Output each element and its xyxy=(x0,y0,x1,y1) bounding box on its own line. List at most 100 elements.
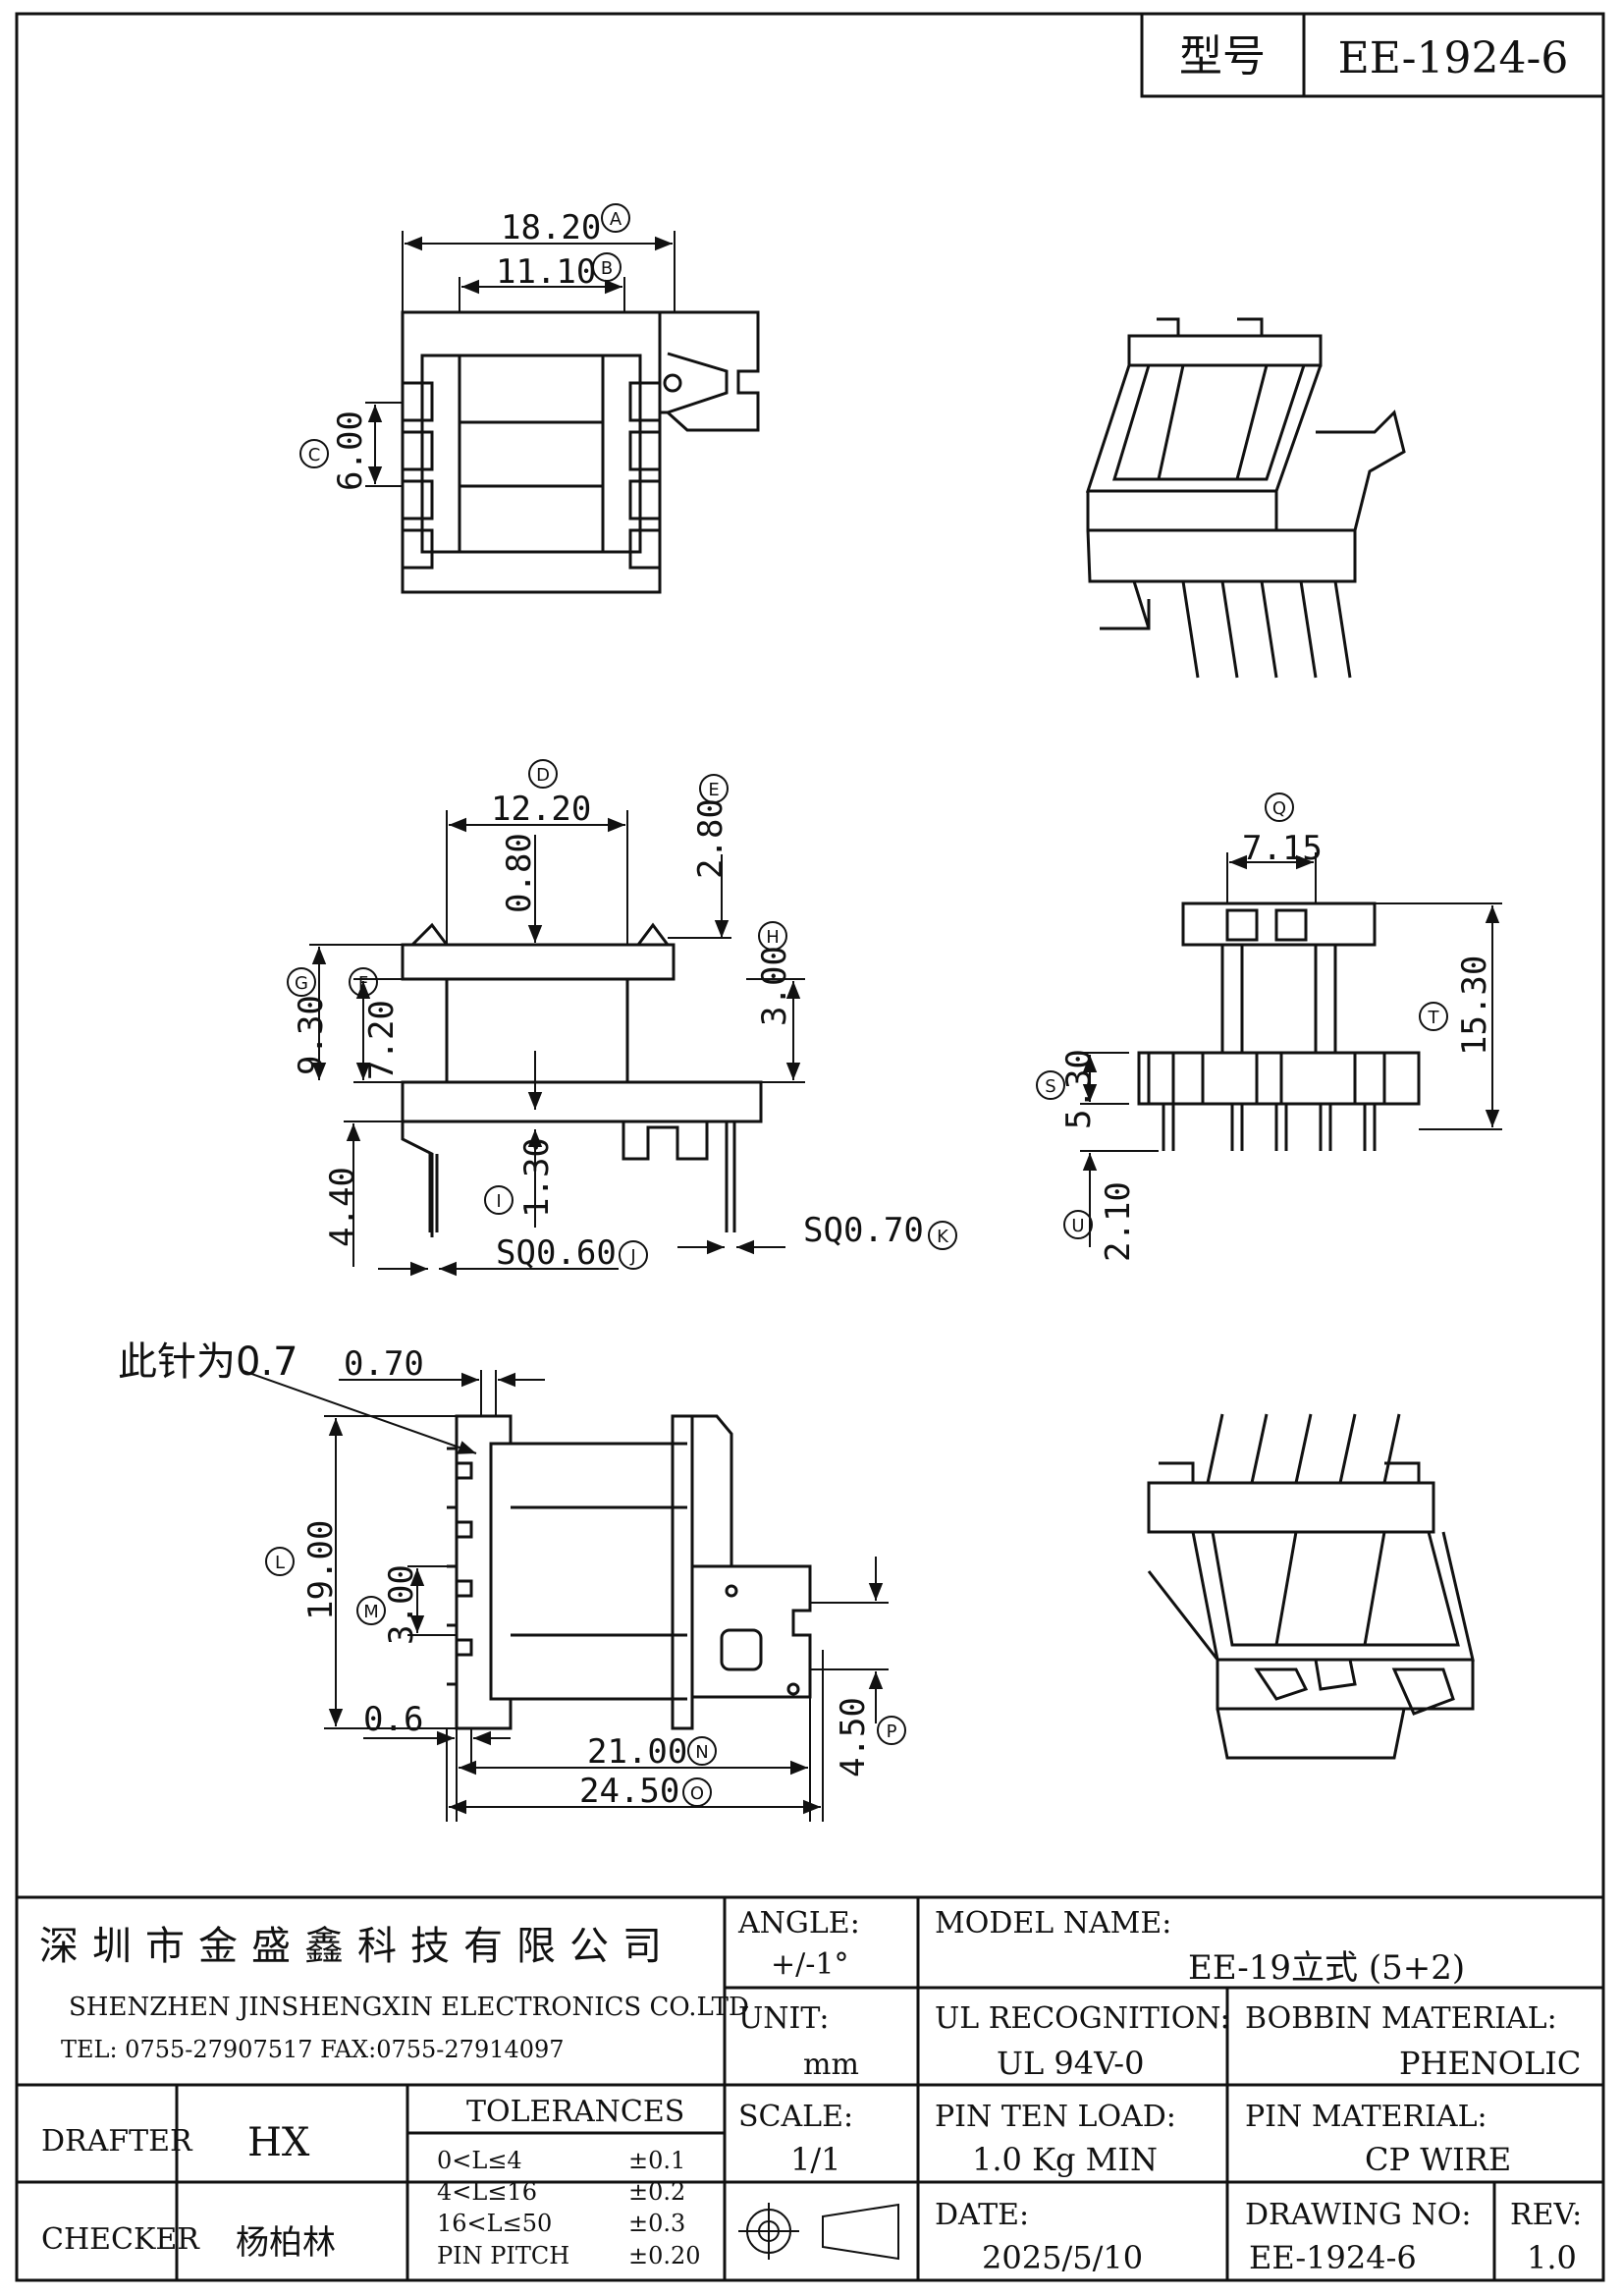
rev-value: 1.0 xyxy=(1527,2239,1577,2276)
dim-p-value: 4.50 xyxy=(834,1697,873,1777)
dim-q-value: 7.15 xyxy=(1242,829,1323,868)
tolerance-range-1: 4<L≤16 xyxy=(437,2178,537,2206)
model-value: EE-1924-6 xyxy=(1338,33,1569,83)
dim-pin-len-value: 4.40 xyxy=(323,1167,362,1247)
dim-a-value: 18.20 xyxy=(501,208,601,247)
company-name-cn: 深圳市金盛鑫科技有限公司 xyxy=(39,1924,676,1969)
drawing-no-value: EE-1924-6 xyxy=(1249,2239,1417,2276)
dim-j-tag: J xyxy=(629,1246,635,1267)
sheet-border xyxy=(15,12,1605,2282)
title-block-grid xyxy=(17,1895,1603,2280)
dim-h-tag: H xyxy=(766,927,780,948)
dim-s-value: 5.30 xyxy=(1059,1049,1099,1129)
dim-u-tag: U xyxy=(1071,1216,1084,1236)
dim-p-tag: P xyxy=(887,1722,897,1742)
company-name-en: SHENZHEN JINSHENGXIN ELECTRONICS CO.LTD xyxy=(69,1993,749,2022)
dim-k-tag: K xyxy=(937,1227,949,1247)
dim-d-sub-value: 0.80 xyxy=(500,833,539,913)
unit-label: UNIT: xyxy=(738,2001,829,2036)
bottom-view-dimensions xyxy=(240,1369,889,1822)
top-view xyxy=(401,310,760,594)
bobbin-material-value: PHENOLIC xyxy=(1399,2045,1581,2082)
date-value: 2025/5/10 xyxy=(982,2239,1143,2276)
dim-note-value: 0.70 xyxy=(344,1344,424,1384)
tolerance-range-0: 0<L≤4 xyxy=(437,2147,522,2174)
dim-c-tag: C xyxy=(308,445,321,465)
dim-f-tag: F xyxy=(358,973,368,994)
pin-ten-load-value: 1.0 Kg MIN xyxy=(972,2141,1158,2178)
drafter-value: HX xyxy=(247,2120,310,2165)
ul-recognition-label: UL RECOGNITION: xyxy=(935,2001,1230,2036)
company-tel-fax: TEL: 0755-27907517 FAX:0755-27914097 xyxy=(61,2036,565,2063)
tolerance-value-0: ±0.1 xyxy=(628,2147,685,2174)
dim-q-tag: Q xyxy=(1272,798,1286,819)
ul-recognition-value: UL 94V-0 xyxy=(997,2045,1144,2082)
date-label: DATE: xyxy=(935,2198,1029,2232)
tolerance-range-3: PIN PITCH xyxy=(437,2242,569,2269)
side-view-dimensions xyxy=(1080,852,1502,1247)
drawing-no-label: DRAWING NO: xyxy=(1245,2198,1471,2232)
dim-j-value: SQ0.60 xyxy=(496,1233,617,1273)
rev-label: REV: xyxy=(1510,2198,1582,2232)
tolerance-value-1: ±0.2 xyxy=(628,2178,685,2206)
dim-t-tag: T xyxy=(1428,1008,1440,1028)
pin-material-value: CP WIRE xyxy=(1365,2141,1511,2178)
top-view-dimensions xyxy=(365,231,676,487)
dim-s-tag: S xyxy=(1045,1076,1055,1097)
scale-value: 1/1 xyxy=(790,2141,841,2178)
dim-small-value: 0.6 xyxy=(363,1700,423,1739)
dim-n-value: 21.00 xyxy=(587,1732,687,1772)
bottom-view xyxy=(447,1414,812,1730)
dim-c-value: 6.00 xyxy=(331,410,370,491)
dim-m-value: 3.00 xyxy=(382,1564,421,1645)
model-name-label: MODEL NAME: xyxy=(935,1906,1171,1941)
iso-view-top xyxy=(1085,317,1406,679)
scale-label: SCALE: xyxy=(738,2100,853,2134)
dim-m-tag: M xyxy=(363,1602,379,1622)
dim-l-value: 19.00 xyxy=(301,1520,341,1620)
dim-d-tag: D xyxy=(536,765,550,786)
dim-l-tag: L xyxy=(275,1553,285,1573)
pin-ten-load-label: PIN TEN LOAD: xyxy=(935,2100,1176,2134)
dim-o-tag: O xyxy=(690,1783,704,1804)
drafter-label: DRAFTER xyxy=(41,2124,193,2159)
dim-o-value: 24.50 xyxy=(579,1772,679,1811)
dim-f-value: 7.20 xyxy=(362,1000,402,1080)
projection-symbol-icon xyxy=(738,2203,899,2261)
bobbin-material-label: BOBBIN MATERIAL: xyxy=(1245,2001,1557,2036)
angle-label: ANGLE: xyxy=(737,1906,860,1941)
checker-label: CHECKER xyxy=(41,2222,200,2257)
dim-d-value: 12.20 xyxy=(491,790,591,829)
pin-note: 此针为0.7 xyxy=(118,1339,298,1385)
tolerance-range-2: 16<L≤50 xyxy=(437,2210,552,2237)
dim-i-value: 1.30 xyxy=(517,1137,557,1218)
model-name-value: EE-19立式 (5+2) xyxy=(1188,1948,1465,1988)
dim-n-tag: N xyxy=(695,1742,708,1763)
dim-h-value: 3.00 xyxy=(755,946,794,1026)
checker-value: 杨柏林 xyxy=(236,2223,336,2263)
tolerances-label: TOLERANCES xyxy=(466,2095,684,2129)
dim-u-value: 2.10 xyxy=(1099,1181,1138,1262)
dim-e-tag: E xyxy=(708,780,719,800)
dim-a-tag: A xyxy=(610,209,622,230)
dim-k-value: SQ0.70 xyxy=(803,1211,924,1250)
dim-g-value: 9.30 xyxy=(292,995,331,1075)
model-header-box: 型号 EE-1924-6 xyxy=(1140,12,1605,98)
tolerance-value-2: ±0.3 xyxy=(628,2210,685,2237)
dim-i-tag: I xyxy=(496,1191,501,1212)
angle-value: +/-1° xyxy=(771,1947,848,1982)
dim-b-value: 11.10 xyxy=(496,252,596,292)
dim-b-tag: B xyxy=(601,258,613,279)
iso-view-bottom xyxy=(1147,1413,1475,1760)
tolerance-value-3: ±0.20 xyxy=(628,2242,701,2269)
dim-g-tag: G xyxy=(295,973,308,994)
unit-value: mm xyxy=(803,2048,859,2082)
front-view-dimensions xyxy=(309,810,805,1277)
pin-material-label: PIN MATERIAL: xyxy=(1245,2100,1487,2134)
dim-e-value: 2.80 xyxy=(691,798,730,879)
model-label: 型号 xyxy=(1179,31,1266,82)
dim-t-value: 15.30 xyxy=(1455,956,1494,1056)
front-view xyxy=(401,922,763,1237)
side-view xyxy=(1137,902,1421,1151)
